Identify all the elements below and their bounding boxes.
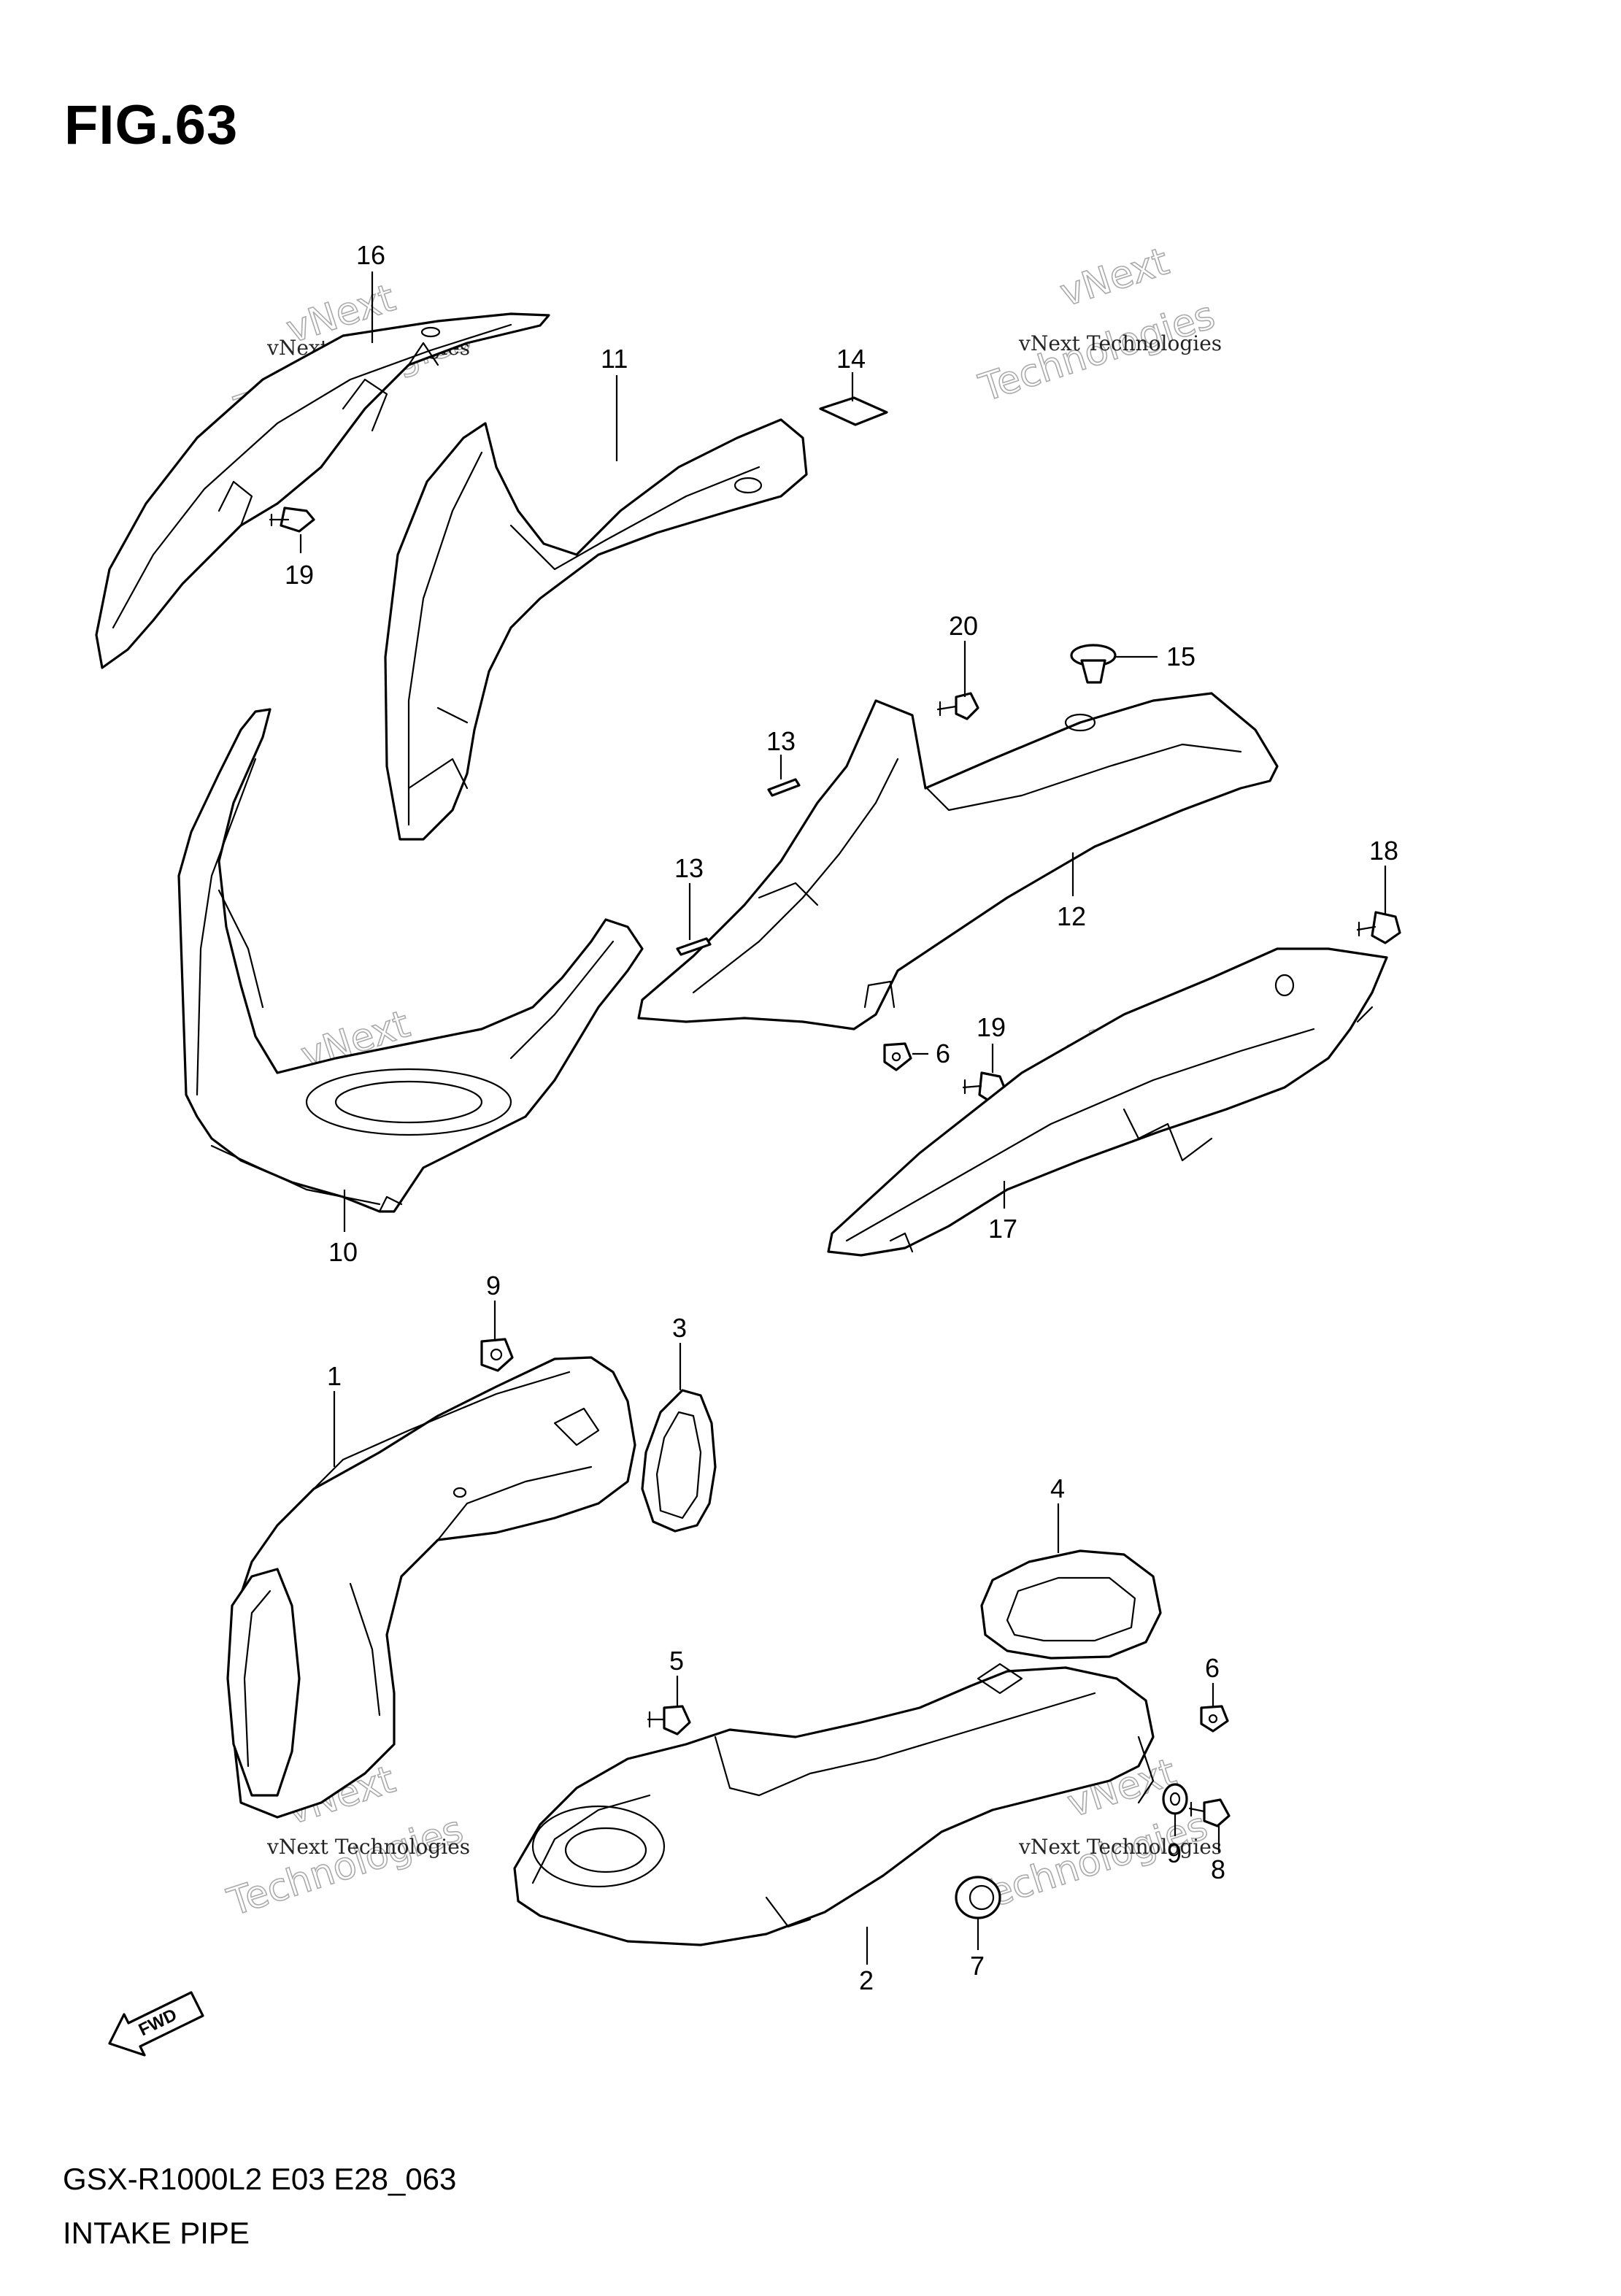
- model-code: GSX-R1000L2 E03 E28_063: [63, 2162, 457, 2196]
- callout-9-lower: 9: [1167, 1838, 1182, 1868]
- watermark-top-right: vNext Technologies vNext Technologies: [974, 239, 1222, 412]
- part-17-lower-trim: [827, 947, 1388, 1257]
- callout-12: 12: [1057, 901, 1086, 931]
- part-1-intake-pipe-left: [226, 1356, 636, 1819]
- callout-15: 15: [1166, 642, 1195, 671]
- part-20-screw: [936, 692, 979, 720]
- callout-14: 14: [836, 344, 866, 374]
- part-11-inner-panel: [384, 418, 808, 841]
- callout-19-lower: 19: [977, 1012, 1006, 1042]
- callout-18: 18: [1369, 836, 1398, 866]
- part-18-bolt: [1356, 911, 1401, 944]
- watermark-large-line2: Technologies: [223, 1808, 469, 1925]
- figure-title: FIG.63: [64, 94, 239, 156]
- callout-7: 7: [970, 1951, 985, 1981]
- section-name: INTAKE PIPE: [63, 2216, 250, 2250]
- leader-lines: [299, 271, 1387, 1965]
- part-8-bolt: [1188, 1798, 1231, 1827]
- callout-labels: 16 11 14 19 20 15 13 13 12 18 6 19 10 17…: [285, 240, 1398, 1995]
- watermark-small: vNext Technologies: [1018, 331, 1222, 355]
- part-3-seal: [641, 1389, 717, 1533]
- part-15-clip: [1070, 644, 1117, 684]
- callout-10: 10: [328, 1237, 358, 1267]
- part-13-label-upper: [767, 778, 801, 797]
- part-5-bolt: [647, 1705, 691, 1736]
- callout-1: 1: [327, 1361, 342, 1391]
- part-19-screw-upper: [269, 506, 315, 533]
- callout-20: 20: [949, 611, 978, 641]
- part-16-upper-trim: [95, 312, 550, 669]
- callout-3: 3: [672, 1313, 687, 1343]
- part-4-seal-ring: [980, 1549, 1162, 1660]
- watermark-small: vNext Technologies: [1018, 1835, 1222, 1859]
- callout-5: 5: [669, 1646, 684, 1676]
- part-6-nut-lower: [1200, 1705, 1229, 1733]
- part-2-intake-pipe-right: [513, 1663, 1155, 1946]
- callout-13-upper: 13: [766, 726, 796, 756]
- fwd-arrow-icon: FWD: [108, 1991, 204, 2057]
- callout-17: 17: [988, 1214, 1017, 1244]
- callout-13-lower: 13: [674, 853, 704, 883]
- watermark-small: vNext Technologies: [266, 1835, 470, 1859]
- callout-8: 8: [1211, 1854, 1225, 1884]
- part-6-nut-upper: [883, 1042, 912, 1071]
- watermark-large-line1: vNext: [1055, 239, 1174, 315]
- callout-16: 16: [356, 240, 385, 270]
- callout-2: 2: [859, 1965, 874, 1995]
- part-7-grommet: [955, 1876, 1001, 1919]
- callout-6-upper: 6: [936, 1039, 950, 1068]
- callout-11: 11: [601, 344, 628, 374]
- callout-9: 9: [486, 1271, 501, 1301]
- part-13-label-lower: [676, 937, 712, 956]
- callout-4: 4: [1050, 1473, 1065, 1503]
- part-14-label: [819, 396, 888, 426]
- callout-6-lower: 6: [1205, 1653, 1220, 1683]
- part-12-side-panel: [637, 692, 1279, 1030]
- part-9-washer: [1162, 1783, 1188, 1815]
- part-9-grommet: [480, 1338, 514, 1372]
- callout-19-upper: 19: [285, 560, 314, 590]
- part-10-front-cowl: [177, 708, 644, 1213]
